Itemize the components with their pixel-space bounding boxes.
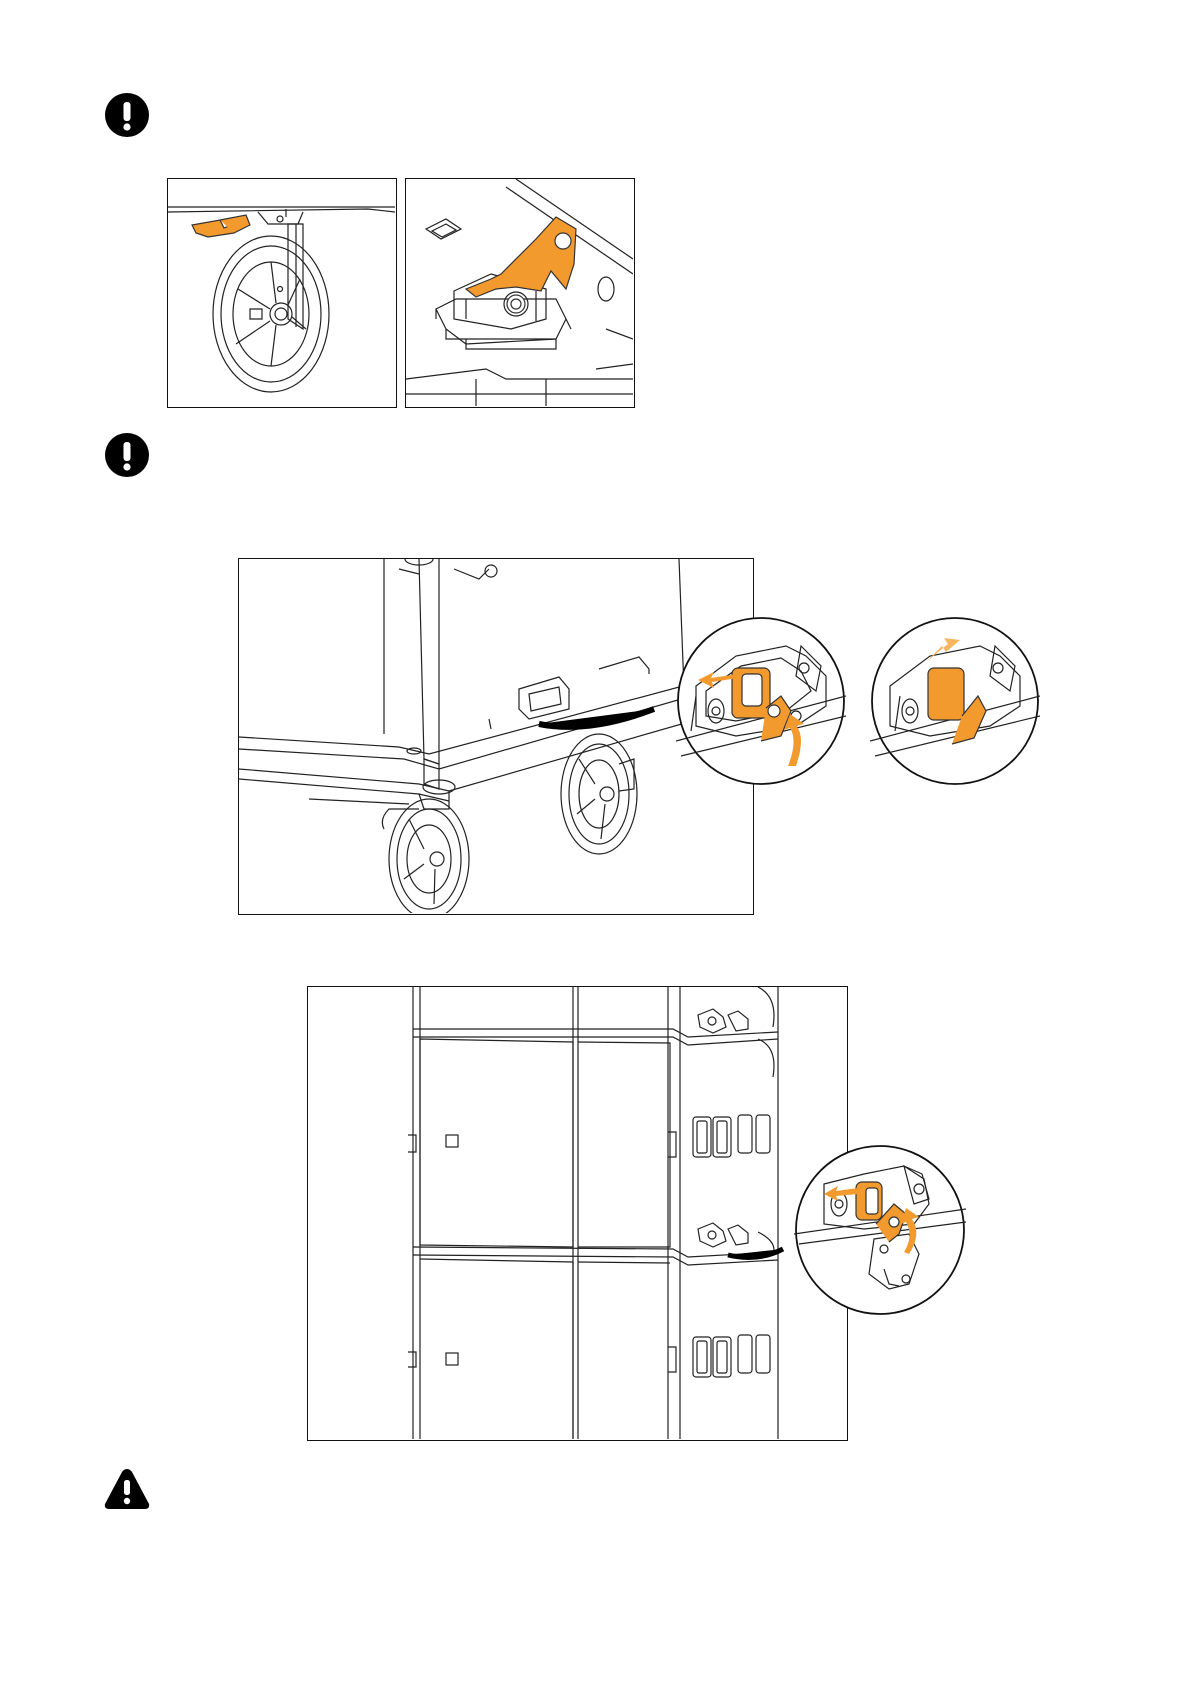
cabinet-latch-zoom-callout bbox=[794, 1144, 966, 1316]
exclamation-circle-icon bbox=[104, 92, 150, 138]
exclamation-circle-icon bbox=[104, 432, 150, 478]
latch-zoom-callout bbox=[676, 616, 846, 786]
latch-zoom-callout-open bbox=[870, 616, 1040, 786]
warning-triangle-icon bbox=[103, 1467, 151, 1511]
stacked-cabinets-figure bbox=[307, 986, 848, 1441]
caster-brake-figure bbox=[167, 178, 397, 408]
locking-bracket-figure bbox=[405, 178, 635, 408]
